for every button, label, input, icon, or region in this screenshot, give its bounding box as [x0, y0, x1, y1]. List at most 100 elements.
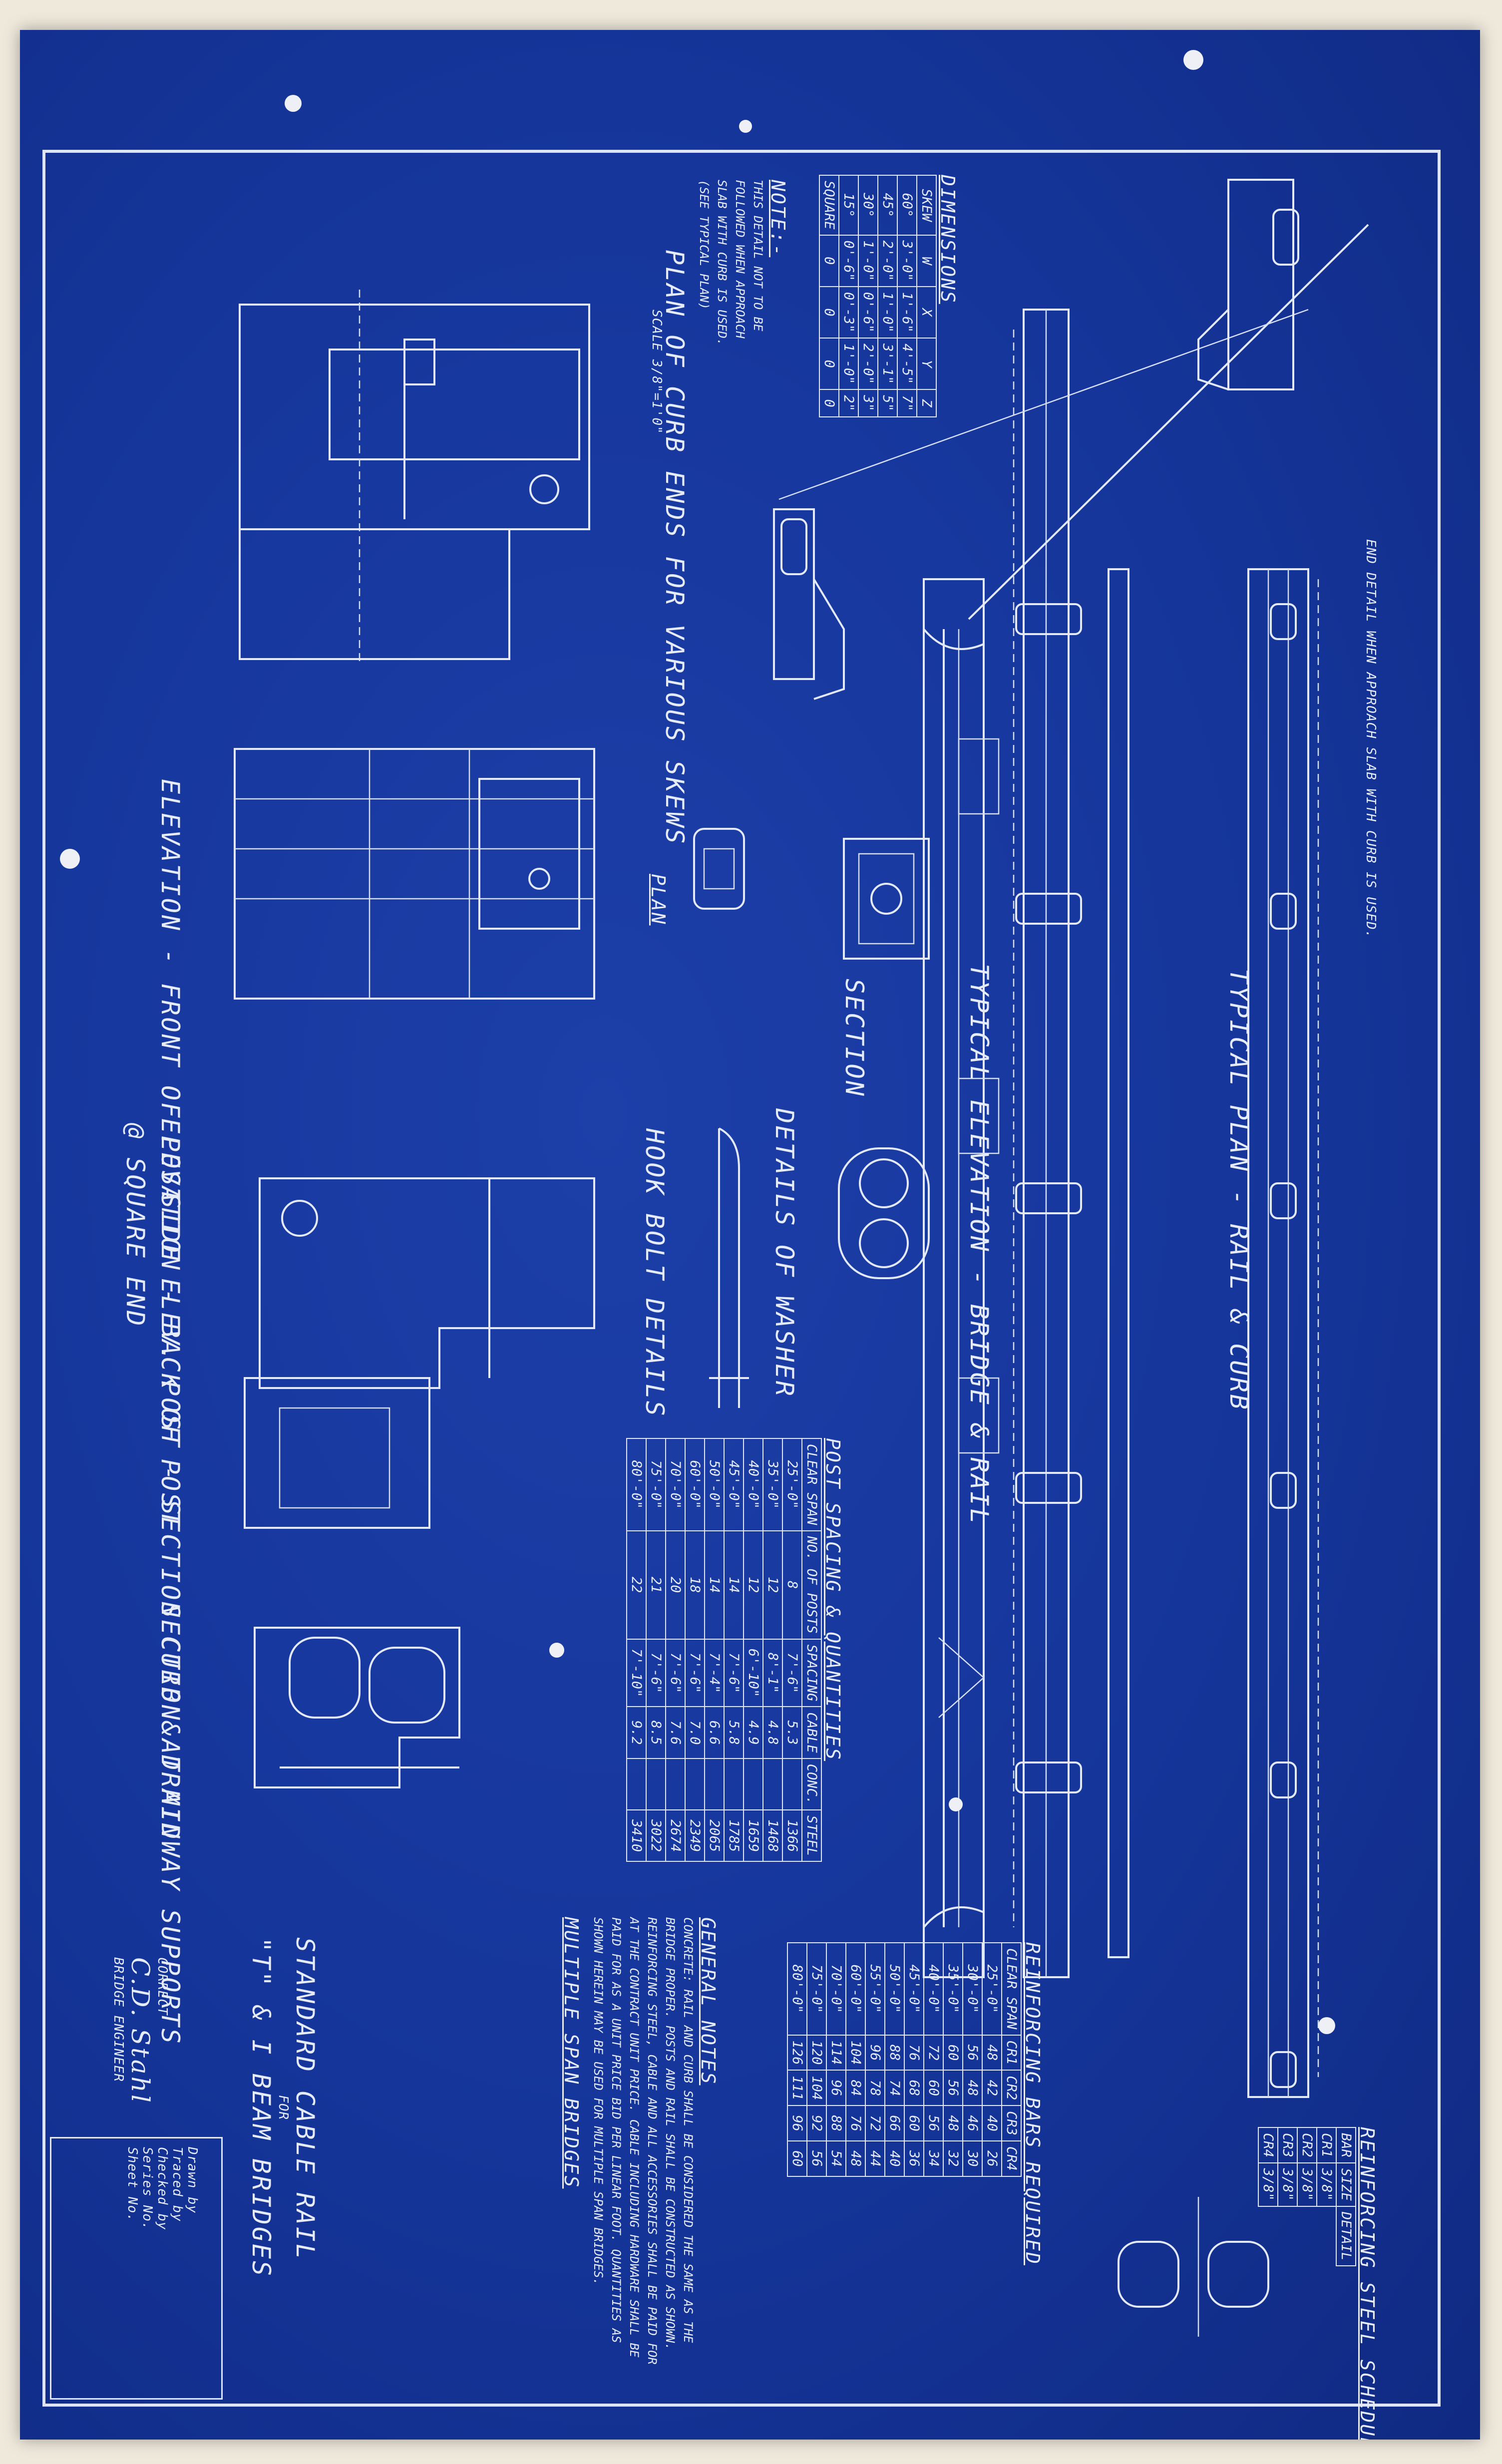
table-cell: 60 — [904, 2106, 924, 2141]
table-cell: 2349 — [685, 1810, 705, 1862]
table-cell: 35'-0" — [763, 1438, 782, 1531]
table-cell — [685, 1758, 705, 1810]
table-cell: 48 — [846, 2140, 865, 2176]
table-header-cell: NO. OF POSTS — [802, 1530, 821, 1639]
drawing-title-for: FOR — [276, 2095, 291, 2120]
label-square-end: @ SQUARE END — [121, 1123, 150, 1328]
table-cell: 4'-5" — [897, 338, 917, 390]
table-cell: 70'-0" — [826, 1943, 846, 2035]
table-cell: 42 — [982, 2070, 1002, 2106]
table-cell: CR3 — [1278, 2127, 1297, 2163]
table-cell: 2" — [839, 389, 858, 417]
table-cell: 60 — [787, 2140, 807, 2176]
label-section: SECTION — [840, 979, 869, 1098]
table-header-cell: SIZE — [1336, 2162, 1356, 2206]
table-cell: 3410 — [627, 1810, 646, 1862]
label-typical-elevation: TYPICAL ELEVATION - BRIDGE & RAIL — [965, 964, 994, 1526]
post-spacing-title: POST SPACING & QUANTITIES — [822, 1438, 844, 1761]
table-cell: CR1 — [1317, 2127, 1336, 2163]
table-cell: 14 — [724, 1530, 744, 1639]
skew-curb-end — [773, 179, 1369, 700]
skew-dimensions-title: DIMENSIONS — [937, 175, 959, 304]
stain-spot — [285, 95, 302, 112]
table-cell: 80'-0" — [787, 1943, 807, 2035]
table-cell — [763, 1758, 782, 1810]
table-cell: 54 — [826, 2140, 846, 2176]
table-cell: 104 — [846, 2035, 865, 2071]
title-block-box — [50, 2137, 223, 2400]
table-cell: 30'-0" — [963, 1943, 982, 2035]
table-cell: 96 — [826, 2070, 846, 2106]
note-block: NOTE:- THIS DETAIL NOT TO BE FOLLOWED WH… — [695, 180, 789, 359]
table-cell: 0'-6" — [839, 235, 858, 287]
title-block-text: STANDARD CABLE RAIL FOR "T" & I BEAM BRI… — [247, 1937, 320, 2278]
table-cell: 60 — [943, 2035, 963, 2071]
multiple-span-label: MULTIPLE SPAN BRIDGES — [560, 1917, 582, 2189]
table-header-cell: SPACING — [802, 1639, 821, 1707]
typical-plan-rail — [1247, 568, 1319, 2098]
table-cell: 0 — [819, 338, 839, 390]
table-header-cell: DETAIL — [1336, 2206, 1356, 2266]
table-cell: 7'-4" — [705, 1639, 724, 1707]
table-cell: 88 — [826, 2106, 846, 2141]
table-cell: 55'-0" — [865, 1943, 885, 2035]
signature-block: CORRECT C.D. Stahl BRIDGE ENGINEER — [111, 1957, 170, 2105]
table-cell: 32 — [943, 2140, 963, 2176]
table-header-cell: CABLE — [802, 1707, 821, 1759]
table-cell: 1'-0" — [878, 286, 897, 339]
table-cell: 26 — [982, 2140, 1002, 2176]
label-details-washer: DETAILS OF WASHER — [770, 1108, 799, 1398]
table-row: 60°3'-0"1'-6"4'-5"7" — [897, 175, 917, 417]
table-cell: 50'-0" — [885, 1943, 904, 2035]
table-cell: 1'-6" — [897, 286, 917, 339]
general-notes-title: GENERAL NOTES — [697, 1917, 719, 2086]
correct-label: CORRECT — [155, 1957, 170, 2016]
table-cell: 30° — [858, 175, 878, 235]
table-row: 15°0'-6"0'-3"1'-0"2" — [839, 175, 858, 417]
table-cell: 7'-10" — [627, 1639, 646, 1707]
stain-spot — [1183, 50, 1203, 70]
table-cell: 8'-1" — [763, 1639, 782, 1707]
table-cell: 3'-1" — [878, 338, 897, 390]
table-cell: 104 — [807, 2070, 826, 2106]
table-cell: 45'-0" — [724, 1438, 744, 1531]
table-cell: 12 — [763, 1530, 782, 1639]
tb-row-sheet: Sheet No. — [125, 2147, 140, 2222]
table-header-cell: BAR — [1336, 2127, 1356, 2163]
side-elevation-section — [244, 1177, 595, 1529]
table-cell: 7'-6" — [646, 1639, 666, 1707]
schedule-details — [1118, 2197, 1269, 2337]
table-cell: 88 — [885, 2035, 904, 2071]
table-cell: 1'-0" — [839, 338, 858, 390]
table-cell: 35'-0" — [943, 1943, 963, 2035]
table-header-cell: Z — [917, 389, 936, 417]
table-cell: 126 — [787, 2035, 807, 2071]
table-cell: 7'-6" — [782, 1639, 802, 1707]
table-cell: 40 — [885, 2140, 904, 2176]
table-cell: 20 — [666, 1530, 685, 1639]
table-cell: 0 — [819, 235, 839, 287]
table-cell: 80'-0" — [627, 1438, 646, 1531]
general-notes: GENERAL NOTES CONCRETE: RAIL AND CURB SH… — [560, 1917, 719, 2367]
stain-spot — [60, 849, 80, 869]
table-cell: 6'-10" — [744, 1639, 763, 1707]
table-cell: 36 — [904, 2140, 924, 2176]
table-cell: 74 — [885, 2070, 904, 2106]
table-cell: 1785 — [724, 1810, 744, 1862]
table-cell: 48 — [943, 2106, 963, 2141]
table-cell: 84 — [846, 2070, 865, 2106]
table-cell — [666, 1758, 685, 1810]
